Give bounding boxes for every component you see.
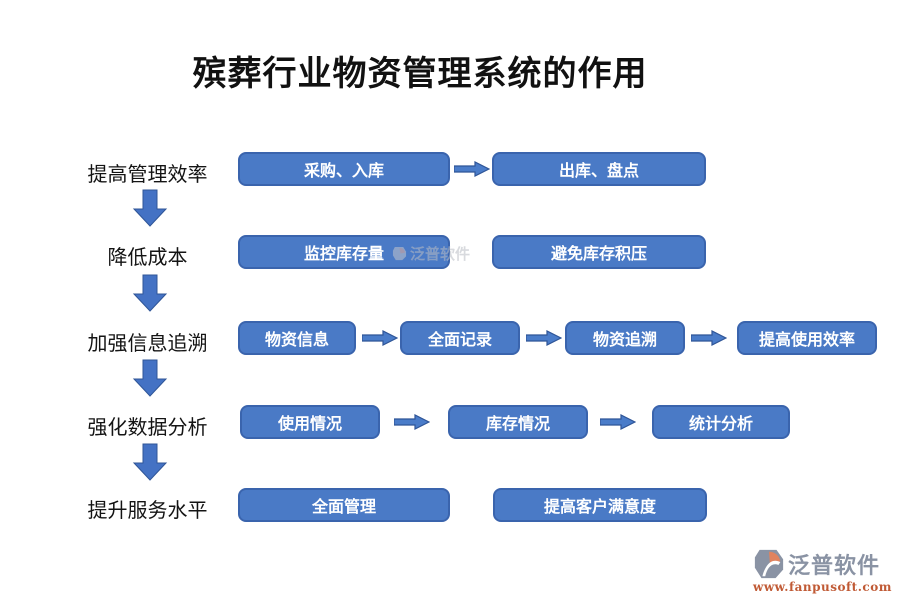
brand-logo: 泛普软件 www.fanpusoft.com [753,548,893,594]
down-arrow-icon [132,359,168,397]
stage-label-2: 降低成本 [107,245,188,269]
flow-box: 出库、盘点 [492,152,706,186]
page-title: 殡葬行业物资管理系统的作用 [192,54,648,94]
flow-box: 监控库存量 [238,235,450,269]
right-arrow-icon [394,414,430,430]
brand-url: www.fanpusoft.com [753,580,892,594]
right-arrow-icon [600,414,636,430]
flow-box: 提高客户满意度 [493,488,707,522]
right-arrow-icon [362,330,398,346]
flow-box: 全面记录 [400,321,520,355]
flow-box: 统计分析 [652,405,790,439]
flow-box: 避免库存积压 [492,235,706,269]
flow-box: 提高使用效率 [737,321,877,355]
down-arrow-icon [132,274,168,312]
flow-box: 使用情况 [240,405,380,439]
flow-box: 全面管理 [238,488,450,522]
stage-label-4: 强化数据分析 [87,415,208,439]
flow-box: 库存情况 [448,405,588,439]
flow-box: 物资追溯 [565,321,685,355]
stage-label-1: 提高管理效率 [87,162,208,186]
stage-label-5: 提升服务水平 [87,498,208,522]
down-arrow-icon [132,189,168,227]
stage-label-3: 加强信息追溯 [87,331,208,355]
brand-logo-icon [754,549,784,579]
down-arrow-icon [132,443,168,481]
flow-box: 采购、入库 [238,152,450,186]
right-arrow-icon [526,330,562,346]
right-arrow-icon [454,161,490,177]
flow-box: 物资信息 [238,321,356,355]
brand-name: 泛普软件 [788,554,881,579]
right-arrow-icon [691,330,727,346]
